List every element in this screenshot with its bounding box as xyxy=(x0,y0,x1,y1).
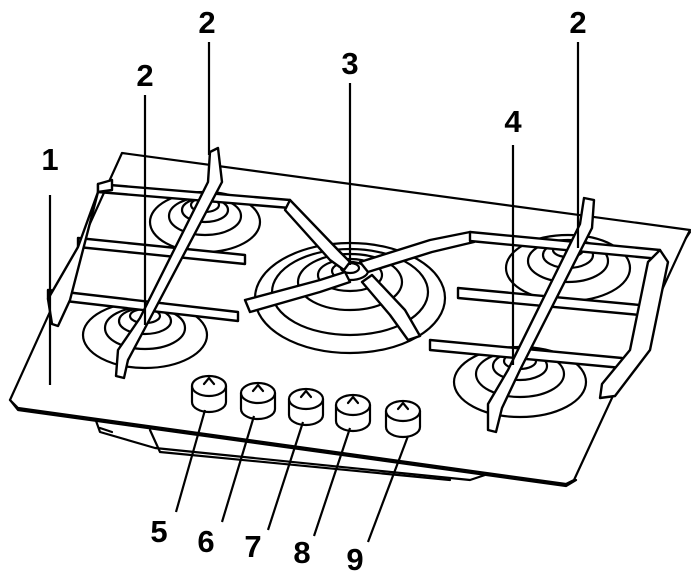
leader-5 xyxy=(174,409,207,513)
callout-6: 6 xyxy=(197,524,214,559)
callout-9: 9 xyxy=(346,542,363,575)
callout-2-right: 2 xyxy=(569,5,586,40)
callout-3: 3 xyxy=(341,46,358,81)
control-knobs xyxy=(190,374,422,439)
knob-4[interactable] xyxy=(334,393,372,433)
leader-lines xyxy=(48,42,580,543)
pan-support-right xyxy=(428,196,670,434)
callout-4: 4 xyxy=(504,104,522,139)
callout-7: 7 xyxy=(244,529,261,564)
knob-1[interactable] xyxy=(190,374,228,414)
pan-support-left xyxy=(46,146,292,380)
leader-7 xyxy=(266,421,305,531)
leader-9 xyxy=(366,435,410,543)
callout-8: 8 xyxy=(293,535,310,570)
callout-2-mid: 2 xyxy=(198,5,215,40)
callout-5: 5 xyxy=(150,514,167,549)
callout-2-left: 2 xyxy=(136,58,153,93)
knob-5[interactable] xyxy=(384,399,422,439)
leader-6 xyxy=(220,415,256,523)
knob-3[interactable] xyxy=(287,387,325,427)
leader-8 xyxy=(312,427,352,537)
knob-2[interactable] xyxy=(239,381,277,421)
callout-labels: 1 2 2 3 4 2 5 6 7 8 9 xyxy=(41,5,586,575)
callout-1: 1 xyxy=(41,142,58,177)
